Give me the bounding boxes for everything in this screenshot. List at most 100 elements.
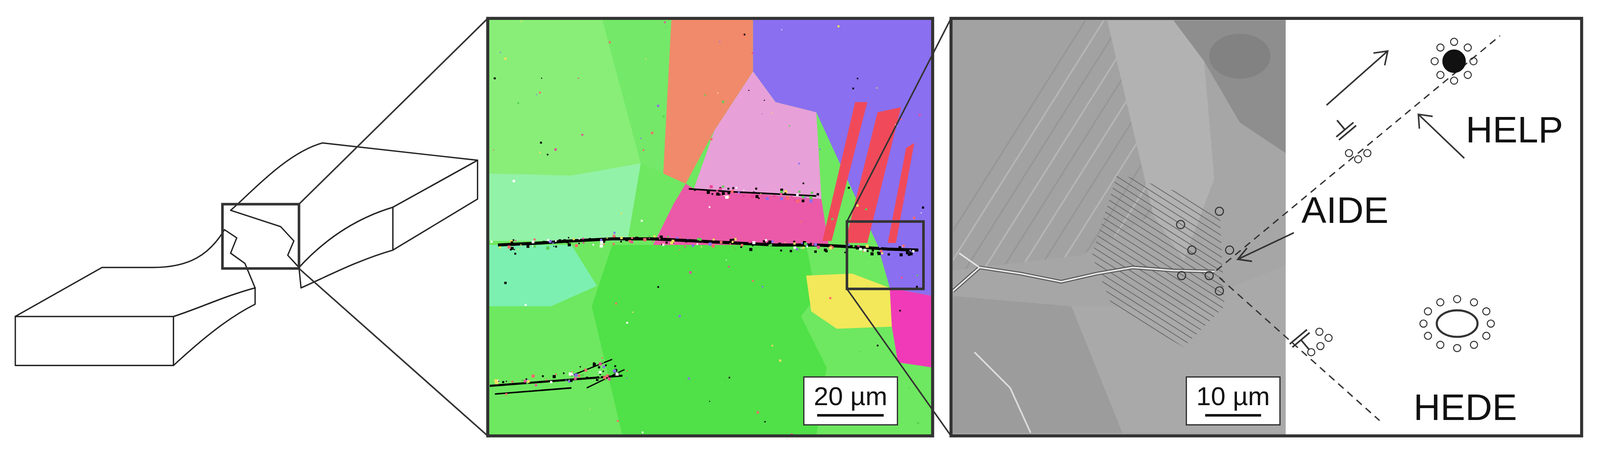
hydrogen-atom bbox=[1470, 298, 1478, 306]
ebsd-noise bbox=[498, 380, 500, 382]
ebsd-noise bbox=[520, 20, 522, 22]
ebsd-noise bbox=[512, 382, 514, 384]
ebsd-noise bbox=[635, 236, 639, 240]
ebsd-noise bbox=[768, 240, 772, 244]
slip-band bbox=[991, 19, 1165, 286]
ebsd-noise bbox=[676, 236, 679, 239]
ebsd-noise bbox=[684, 246, 686, 248]
ebsd-noise bbox=[577, 374, 581, 378]
ebsd-noise bbox=[620, 240, 622, 243]
ebsd-noise bbox=[909, 249, 912, 252]
ebsd-noise bbox=[831, 218, 834, 221]
ebsd-noise bbox=[755, 194, 759, 198]
ebsd-noise bbox=[538, 91, 541, 94]
ebsd-noise bbox=[531, 374, 535, 378]
ebsd-noise bbox=[571, 372, 573, 374]
ebsd-noise bbox=[505, 393, 508, 396]
hydrogen-atom bbox=[1430, 57, 1439, 65]
ebsd-noise bbox=[798, 190, 801, 193]
ebsd-noise bbox=[571, 371, 573, 373]
ebsd-noise bbox=[651, 240, 654, 242]
ebsd-noise bbox=[762, 240, 766, 243]
ebsd-noise bbox=[773, 194, 776, 198]
ebsd-noise bbox=[721, 185, 724, 188]
hydrogen-atom bbox=[1453, 295, 1461, 303]
ebsd-noise bbox=[784, 192, 787, 195]
ebsd-noise bbox=[603, 240, 606, 243]
ebsd-noise bbox=[604, 378, 607, 380]
ebsd-noise bbox=[802, 246, 805, 249]
ebsd-noise bbox=[632, 311, 634, 313]
ebsd-noise bbox=[788, 125, 791, 127]
panel-frame bbox=[951, 18, 1582, 436]
hydrogen-atom bbox=[1482, 332, 1490, 340]
scale-bar-box: 20 µm bbox=[803, 376, 899, 426]
ebsd-noise bbox=[689, 271, 692, 274]
ebsd-noise bbox=[798, 162, 800, 165]
ebsd-noise bbox=[567, 243, 571, 247]
ebsd-noise bbox=[598, 362, 602, 366]
ebsd-noise bbox=[727, 187, 730, 190]
ebsd-noise bbox=[731, 241, 734, 244]
scale-bar-box: 10 µm bbox=[1185, 376, 1281, 426]
ebsd-noise bbox=[730, 190, 734, 194]
ebsd-noise bbox=[793, 242, 796, 245]
ebsd-noise bbox=[648, 237, 651, 239]
ebsd-noise bbox=[752, 244, 754, 247]
ebsd-noise bbox=[899, 309, 902, 312]
ebsd-noise bbox=[685, 240, 688, 243]
ebsd-noise bbox=[533, 245, 536, 248]
ebsd-noise bbox=[601, 357, 603, 359]
ebsd-noise bbox=[763, 99, 765, 101]
ebsd-noise bbox=[716, 192, 720, 196]
ebsd-noise bbox=[748, 239, 752, 243]
ebsd-noise bbox=[577, 77, 580, 79]
ebsd-noise bbox=[752, 191, 755, 194]
ebsd-noise bbox=[732, 188, 735, 190]
ebsd-noise bbox=[536, 94, 538, 95]
ebsd-noise bbox=[761, 113, 763, 115]
mechanism-label: HEDE bbox=[1413, 388, 1518, 426]
ebsd-noise bbox=[866, 249, 869, 253]
ebsd-noise bbox=[671, 239, 675, 243]
ebsd-noise bbox=[865, 244, 869, 248]
ebsd-noise bbox=[601, 360, 605, 364]
ebsd-noise bbox=[900, 118, 902, 120]
ebsd-noise bbox=[547, 238, 550, 242]
ebsd-noise bbox=[725, 195, 729, 199]
ebsd-noise bbox=[719, 240, 723, 244]
ebsd-noise bbox=[790, 195, 793, 197]
ebsd-noise bbox=[592, 244, 595, 246]
ebsd-noise bbox=[598, 375, 601, 378]
ebsd-noise bbox=[819, 148, 821, 150]
ebsd-noise bbox=[663, 21, 666, 24]
ebsd-noise bbox=[715, 190, 719, 193]
ebsd-noise bbox=[581, 133, 584, 136]
slip-band bbox=[951, 19, 1092, 286]
ebsd-noise bbox=[829, 246, 832, 250]
mechanism-label: HELP bbox=[1465, 110, 1564, 149]
ebsd-noise bbox=[771, 240, 774, 243]
ebsd-noise bbox=[729, 243, 731, 245]
zoom-line bbox=[846, 18, 952, 222]
ebsd-noise bbox=[582, 237, 584, 240]
ebsd-noise bbox=[760, 193, 762, 195]
ebsd-noise bbox=[534, 383, 537, 386]
ebsd-noise bbox=[870, 252, 874, 256]
ebsd-noise bbox=[608, 41, 611, 44]
ebsd-noise bbox=[779, 359, 782, 362]
ebsd-noise bbox=[716, 240, 719, 243]
ebsd-noise bbox=[696, 243, 699, 245]
ebsd-noise bbox=[721, 100, 724, 103]
ebsd-noise bbox=[912, 249, 915, 253]
ebsd-noise bbox=[765, 238, 768, 242]
ebsd-noise bbox=[600, 238, 603, 242]
ebsd-noise bbox=[599, 244, 603, 248]
ebsd-noise bbox=[566, 240, 569, 244]
ebsd-noise bbox=[742, 33, 744, 36]
ebsd-noise bbox=[592, 362, 596, 366]
hydrogen-atom bbox=[1436, 341, 1445, 349]
ebsd-noise bbox=[667, 235, 669, 238]
ebsd-noise bbox=[687, 238, 689, 240]
